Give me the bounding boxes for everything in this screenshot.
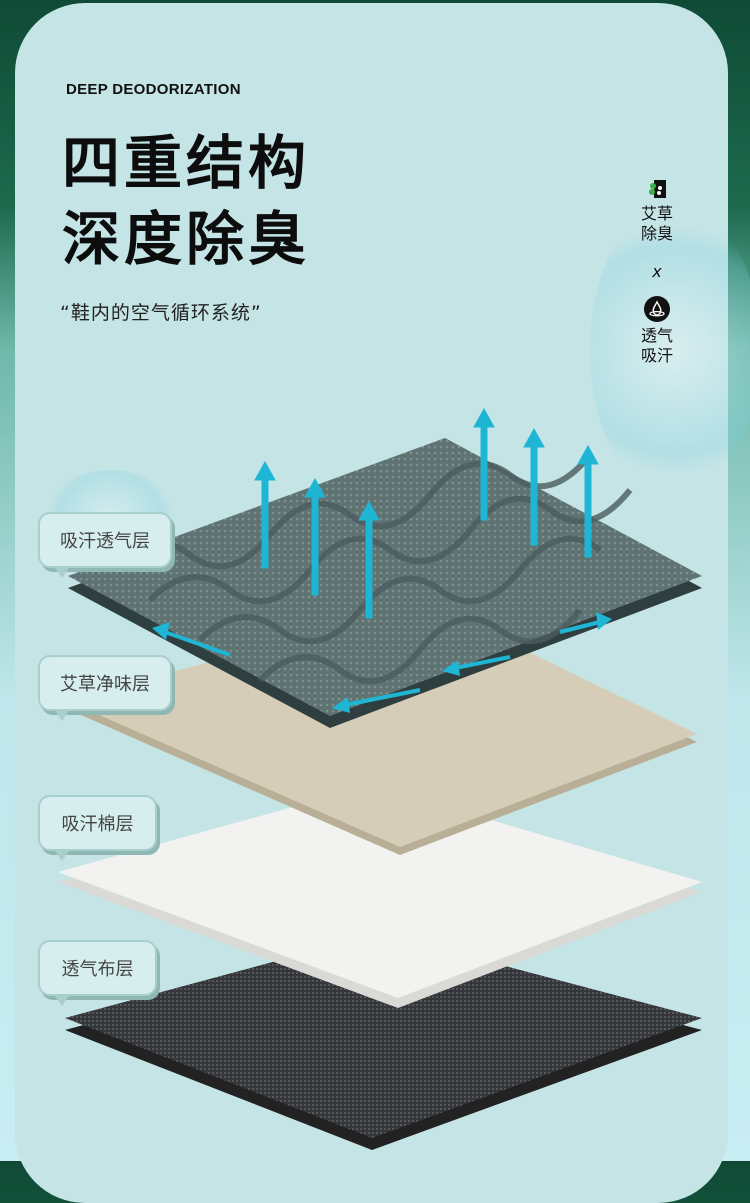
layer-sweat-absorbing bbox=[68, 438, 702, 728]
arrow-up-icon bbox=[577, 444, 599, 558]
title-line2: 深度除臭 bbox=[62, 205, 311, 273]
arrow-side-icon bbox=[152, 622, 231, 657]
subtitle: “鞋内的空气循环系统” bbox=[60, 302, 262, 324]
title-line1: 四重结构 bbox=[62, 129, 311, 197]
eyebrow-text: DEEP DEODORIZATION bbox=[66, 81, 241, 98]
layer-breathable-fabric bbox=[65, 933, 702, 1150]
water-splash bbox=[590, 200, 750, 500]
arrow-side-icon bbox=[559, 612, 612, 634]
insole-layers-illustration bbox=[58, 407, 702, 1150]
layer-label-sweat-absorbing: 吸汗透气层 bbox=[38, 512, 172, 578]
layer-cotton bbox=[58, 785, 702, 1008]
arrow-up-icon bbox=[304, 477, 326, 596]
arrow-up-icon bbox=[358, 500, 380, 619]
water-drop-icon bbox=[644, 296, 670, 322]
layer-label-cotton: 吸汗棉层 bbox=[38, 795, 157, 861]
arrow-up-icon bbox=[523, 427, 545, 546]
airflow-arrows bbox=[152, 407, 612, 713]
feature1-label: 艾草除臭 bbox=[640, 204, 673, 243]
separator-x: x bbox=[652, 262, 662, 281]
arrow-side-icon bbox=[332, 688, 421, 713]
layer-label-mugwort: 艾草净味层 bbox=[38, 655, 172, 721]
layer-label-breathable-fabric: 透气布层 bbox=[38, 940, 157, 1006]
arrow-up-icon bbox=[254, 460, 276, 569]
mugwort-leaf-icon bbox=[649, 180, 666, 198]
feature2-label: 透气吸汗 bbox=[640, 326, 673, 365]
arrow-up-icon bbox=[473, 407, 495, 521]
feature-mugwort: 艾草除臭 bbox=[630, 178, 684, 244]
arrow-side-icon bbox=[442, 655, 511, 676]
feature-breathable: 透气吸汗 bbox=[630, 296, 684, 366]
